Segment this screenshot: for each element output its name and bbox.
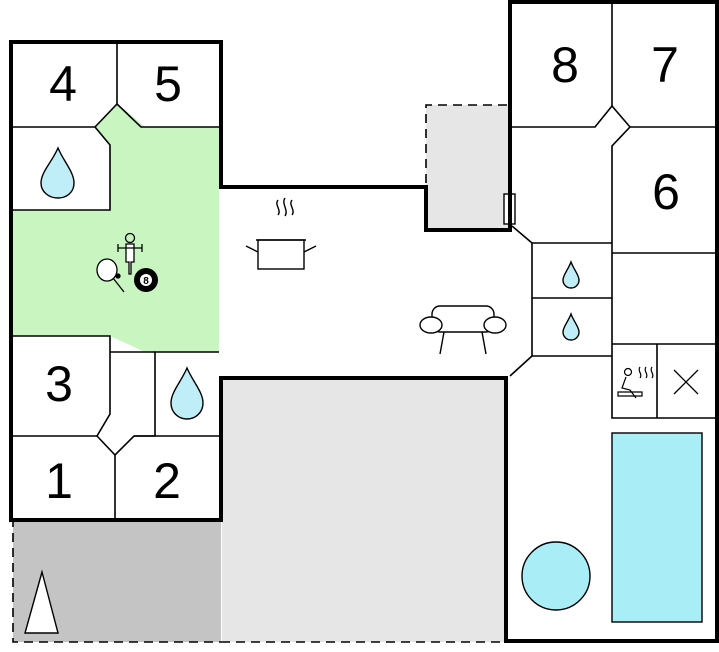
cross-icon (673, 369, 699, 395)
room-6-label: 6 (652, 164, 680, 220)
water-drop-icon (40, 146, 75, 199)
billiard-ball-icon: 8 (134, 268, 158, 292)
room-1-label: 1 (45, 453, 73, 509)
exterior-walls-left (9, 0, 719, 643)
room-2-label: 2 (153, 453, 181, 509)
water-drop-icon (562, 312, 580, 341)
left-wing-partitions (13, 44, 219, 518)
pool (611, 432, 703, 623)
north-arrow-icon (24, 569, 59, 634)
right-wing-partitions (503, 4, 715, 419)
games-room-area (13, 104, 219, 352)
room-4-label: 4 (49, 56, 77, 112)
whirlpool (521, 541, 591, 611)
room-5-label: 5 (154, 56, 182, 112)
terrace-area (222, 377, 504, 642)
balcony-area (426, 105, 508, 230)
room-8-label: 8 (551, 37, 579, 93)
cooking-pot-icon (245, 197, 317, 270)
water-drop-icon (170, 366, 204, 420)
sauna-icon (617, 366, 654, 399)
parking-outline (12, 518, 221, 643)
room-3-label: 3 (45, 356, 73, 412)
svg-text:8: 8 (143, 276, 149, 287)
table-football-icon (117, 232, 143, 275)
sofa-icon (419, 305, 507, 355)
balcony-outline (425, 104, 508, 183)
table-tennis-icon (96, 258, 125, 293)
room-7-label: 7 (651, 37, 679, 93)
water-drop-icon (562, 260, 580, 289)
